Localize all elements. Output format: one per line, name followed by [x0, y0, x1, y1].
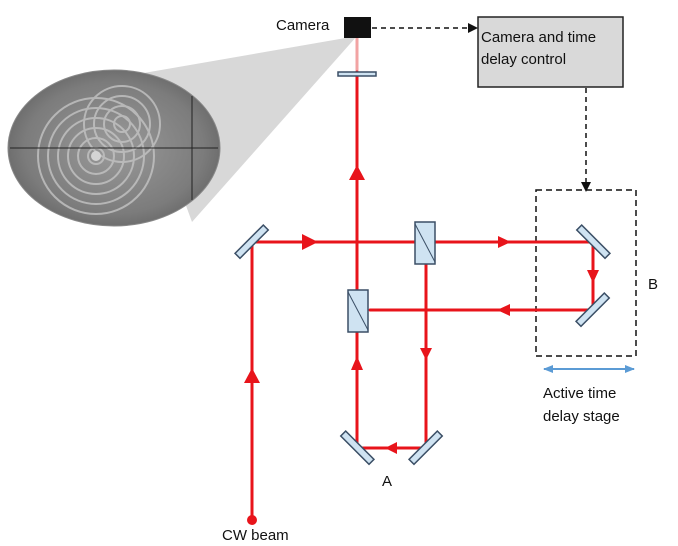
stage-label-line2: delay stage — [543, 408, 620, 425]
beam-splitter-top — [414, 221, 436, 265]
beam-arrow — [302, 234, 318, 250]
camera-filter — [337, 71, 377, 77]
control-box — [477, 16, 624, 88]
mirror-input — [233, 223, 270, 260]
camera-icon — [344, 17, 371, 38]
mirror-a-right — [407, 429, 444, 466]
stage-box — [535, 189, 637, 357]
point-a-label: A — [382, 473, 392, 490]
beam-arrow — [498, 236, 511, 248]
mirror-a-left — [339, 429, 376, 466]
beam-arrow — [420, 348, 432, 360]
beam-arrow — [349, 165, 365, 180]
mirror-b-top — [575, 223, 612, 260]
beam-arrow — [244, 368, 260, 383]
control-box-label: Camera and time delay control — [481, 29, 597, 68]
stage-label-line1: Active time — [543, 385, 616, 402]
source-label: CW beam — [222, 527, 289, 544]
beam-arrow — [497, 304, 510, 316]
fringe-image — [7, 69, 221, 227]
cw-source-icon — [247, 515, 257, 525]
beam-splitter-bottom — [347, 289, 369, 333]
beam-arm-a — [355, 240, 428, 450]
beam-arrow — [385, 442, 397, 454]
beam-input — [250, 240, 595, 522]
mirror-b-bottom — [574, 291, 611, 328]
camera-label: Camera — [276, 17, 330, 34]
point-b-label: B — [648, 276, 658, 293]
beam-arrow — [351, 356, 363, 370]
beam-arrow — [587, 270, 599, 283]
